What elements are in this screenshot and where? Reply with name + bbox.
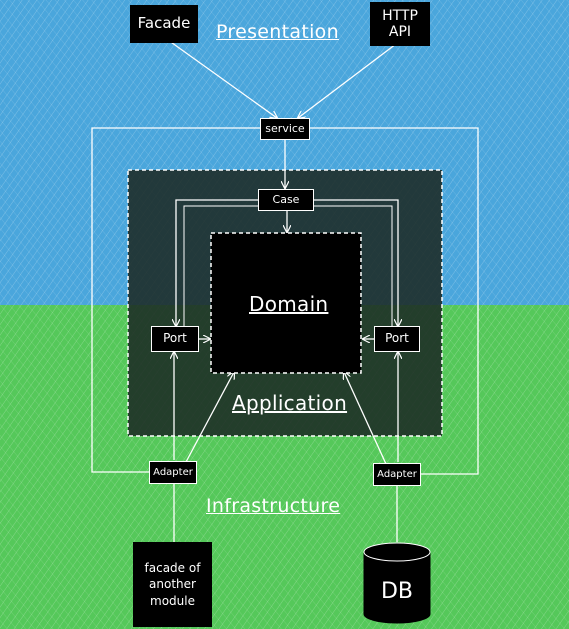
application-label: Application bbox=[232, 391, 348, 415]
case-to-right-port bbox=[314, 199, 398, 326]
db-label: DB bbox=[380, 579, 414, 605]
infrastructure-label: Infrastructure bbox=[206, 495, 341, 517]
adapter-right-box: Adapter bbox=[373, 463, 421, 486]
facade-other-module-box: facade of another module bbox=[133, 542, 212, 627]
port-left-box: Port bbox=[151, 326, 199, 352]
port-right-box: Port bbox=[374, 326, 420, 352]
facade-box: Facade bbox=[130, 5, 198, 43]
case-box: Case bbox=[258, 189, 314, 211]
domain-box bbox=[210, 232, 362, 374]
http-to-service-arrow bbox=[298, 43, 397, 118]
left-adapter-to-domain bbox=[185, 372, 234, 463]
domain-label: Domain bbox=[249, 292, 329, 316]
http-api-box: HTTP API bbox=[370, 2, 430, 46]
case-to-left-port bbox=[176, 199, 258, 326]
outer-connector bbox=[91, 127, 479, 475]
adapter-left-box: Adapter bbox=[149, 461, 197, 484]
service-box: service bbox=[260, 118, 310, 140]
presentation-label: Presentation bbox=[216, 21, 339, 43]
db-cylinder bbox=[363, 542, 431, 624]
facade-to-service-arrow bbox=[167, 39, 277, 118]
case-inner-connector bbox=[183, 205, 393, 326]
right-adapter-to-domain bbox=[344, 372, 387, 465]
